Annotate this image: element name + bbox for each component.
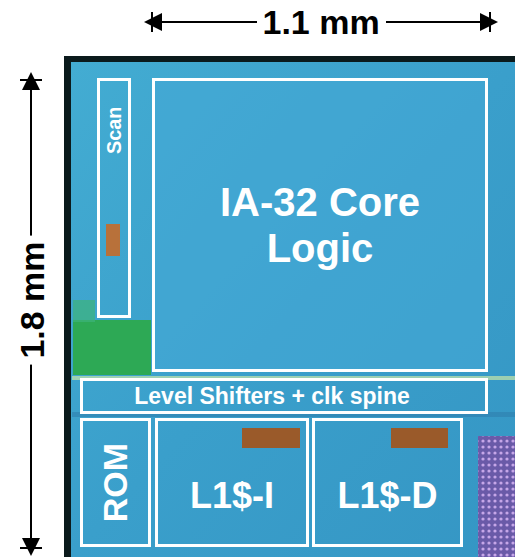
rom-block: ROM bbox=[80, 418, 151, 547]
die-surface bbox=[71, 62, 515, 557]
green-region bbox=[73, 320, 151, 375]
block-label: Scan bbox=[103, 107, 126, 154]
dimension-label: 1.8 mm bbox=[14, 235, 48, 364]
die-edge bbox=[64, 56, 515, 557]
dimension-label: 1.1 mm bbox=[257, 5, 386, 39]
spine-band: Level Shifters + clk spine bbox=[80, 378, 488, 414]
dimension-tick bbox=[20, 79, 42, 81]
cache-block: L1$-I bbox=[155, 418, 309, 547]
macro-patch bbox=[106, 224, 120, 256]
dimension-tick bbox=[151, 12, 153, 32]
core-area bbox=[152, 78, 488, 372]
block-label: L1$-I bbox=[190, 475, 274, 516]
macro-patch bbox=[242, 428, 300, 448]
block-label: IA-32 Core Logic bbox=[190, 179, 450, 271]
block-label: Level Shifters + clk spine bbox=[134, 383, 409, 409]
green-region bbox=[73, 300, 95, 322]
core-block: IA-32 Core Logic bbox=[152, 78, 488, 372]
pad-array bbox=[478, 436, 515, 557]
macro-patch bbox=[391, 428, 448, 448]
dimension-tick bbox=[489, 12, 491, 32]
dimension-tick bbox=[20, 547, 42, 549]
scan-block: Scan bbox=[97, 78, 131, 318]
block-label: ROM bbox=[96, 443, 135, 522]
cache-block: L1$-D bbox=[312, 418, 463, 547]
block-label: L1$-D bbox=[338, 475, 438, 516]
